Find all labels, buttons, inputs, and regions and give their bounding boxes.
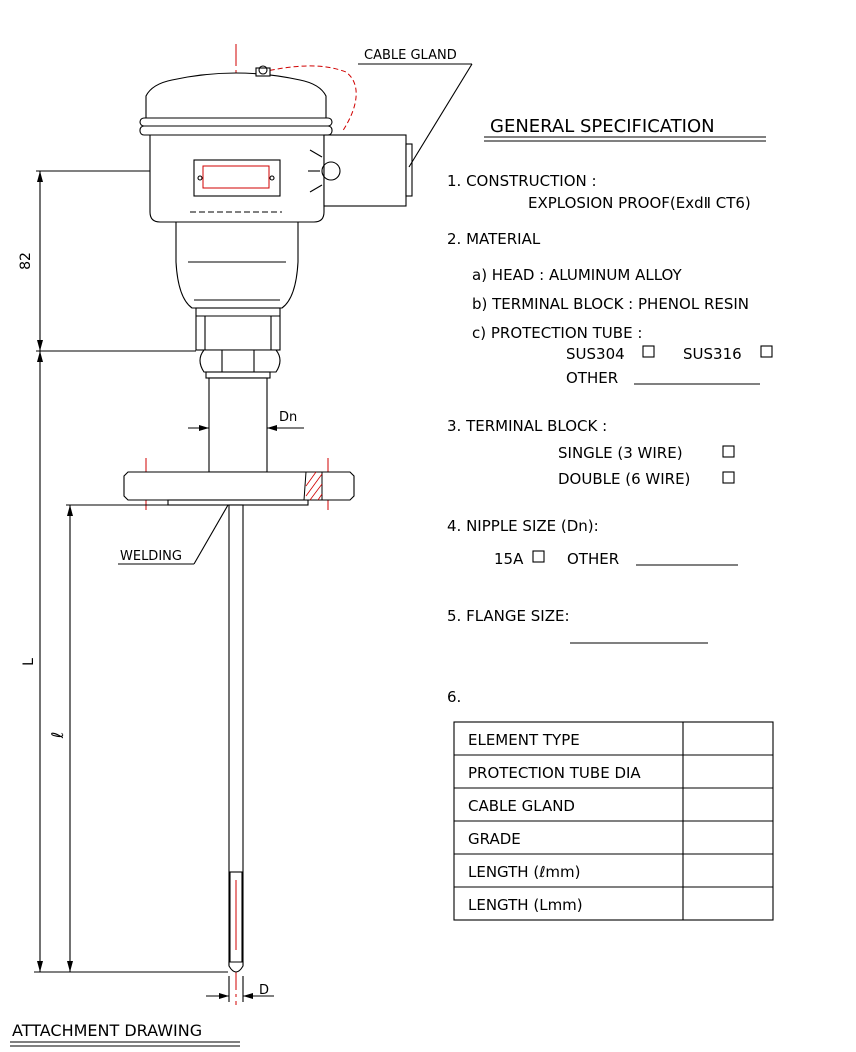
material-heading: 2. MATERIAL <box>447 230 541 248</box>
option-sus316: SUS316 <box>683 345 742 363</box>
table-row-label: GRADE <box>468 830 521 848</box>
nameplate <box>193 159 281 197</box>
table-heading: 6. <box>447 688 461 706</box>
dimension-nipple-size: Dn <box>188 410 304 431</box>
checkbox-15a[interactable] <box>532 550 545 563</box>
checkbox-double[interactable] <box>722 471 735 484</box>
construction-value: EXPLOSION PROOF(ExdⅡ CT6) <box>528 194 751 212</box>
footer-title: ATTACHMENT DRAWING <box>12 1021 202 1040</box>
terminal-housing <box>149 134 413 223</box>
flange <box>123 471 355 506</box>
table-row-label: PROTECTION TUBE DIA <box>468 764 641 782</box>
nipple-size-label: Dn <box>279 410 297 425</box>
spec-table: ELEMENT TYPE PROTECTION TUBE DIA CABLE GLA… <box>453 721 774 921</box>
head-height-label: 82 <box>18 252 34 270</box>
table-row-label: ELEMENT TYPE <box>468 731 580 749</box>
head-cap <box>139 65 333 136</box>
overall-length-label: L <box>21 658 37 666</box>
general-specification: GENERAL SPECIFICATION 1. CONSTRUCTION : … <box>447 116 774 921</box>
insertion-length-label: ℓ <box>48 732 67 740</box>
nipple-pipe <box>208 377 268 473</box>
dimension-overall-length: L <box>21 351 228 973</box>
cable-wire <box>261 65 357 133</box>
cable-gland-callout: CABLE GLAND <box>358 48 473 168</box>
protection-tube <box>228 504 244 973</box>
table-row-label: LENGTH (ℓmm) <box>468 863 580 881</box>
threaded-nipple <box>195 307 281 351</box>
option-15a: 15A <box>494 550 524 568</box>
option-single: SINGLE (3 WIRE) <box>558 444 683 462</box>
attachment-drawing-title: ATTACHMENT DRAWING <box>10 1021 240 1047</box>
cable-gland-label: CABLE GLAND <box>364 48 457 63</box>
tube-diameter-label: D <box>259 983 269 998</box>
checkbox-sus316[interactable] <box>760 345 773 358</box>
housing-neck <box>175 221 299 309</box>
construction-heading: 1. CONSTRUCTION : <box>447 172 597 190</box>
option-double: DOUBLE (6 WIRE) <box>558 470 690 488</box>
welding-callout: WELDING <box>118 504 229 565</box>
option-sus304: SUS304 <box>566 345 625 363</box>
flange-heading: 5. FLANGE SIZE: <box>447 607 570 625</box>
hex-nut <box>199 349 281 379</box>
sensor-drawing: 82 L ℓ Dn <box>10 44 473 1047</box>
material-protection-tube: c) PROTECTION TUBE : <box>472 324 642 342</box>
checkbox-sus304[interactable] <box>642 345 655 358</box>
material-terminal-block: b) TERMINAL BLOCK : PHENOL RESIN <box>472 295 749 313</box>
welding-label: WELDING <box>120 549 182 564</box>
dimension-head-height: 82 <box>18 170 196 352</box>
terminal-block-heading: 3. TERMINAL BLOCK : <box>447 417 607 435</box>
dimension-tube-diameter: D <box>206 976 274 1002</box>
checkbox-single[interactable] <box>722 445 735 458</box>
material-other-label: OTHER <box>566 369 618 387</box>
table-row-label: CABLE GLAND <box>468 797 575 815</box>
material-head: a) HEAD : ALUMINUM ALLOY <box>472 266 683 284</box>
dimension-insertion-length: ℓ <box>48 504 226 972</box>
nipple-other-label: OTHER <box>567 550 619 568</box>
table-row-label: LENGTH (Lmm) <box>468 896 583 914</box>
gland-bolt <box>321 161 341 181</box>
nipple-heading: 4. NIPPLE SIZE (Dn): <box>447 517 599 535</box>
spec-title: GENERAL SPECIFICATION <box>490 116 715 137</box>
